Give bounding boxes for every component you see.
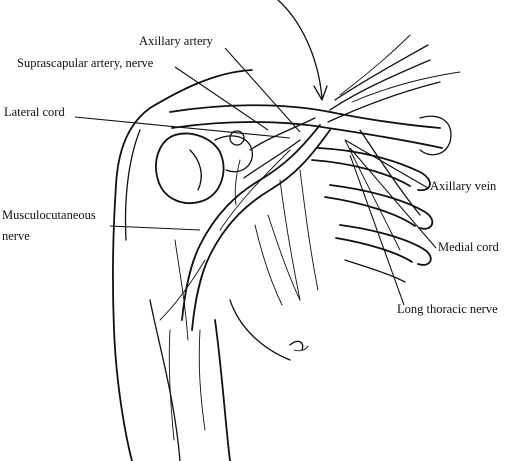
label-long-thoracic-nerve: Long thoracic nerve — [397, 302, 498, 316]
leader-lines — [74, 47, 437, 306]
clavicle — [169, 104, 452, 156]
body-outline — [112, 69, 291, 461]
leader-axillary-vein — [344, 139, 429, 189]
leader-lateral-cord — [74, 116, 291, 139]
ribs — [279, 147, 434, 301]
leader-long-thoracic — [349, 154, 405, 306]
label-musculocutaneous-line1: Musculocutaneous — [2, 208, 96, 222]
label-lateral-cord: Lateral cord — [4, 105, 65, 119]
label-axillary-vein: Axillary vein — [430, 179, 497, 193]
chest-details — [254, 214, 309, 352]
label-musculocutaneous-line2: nerve — [2, 229, 30, 243]
label-suprascapular: Suprascapular artery, nerve — [17, 56, 154, 70]
label-axillary-artery: Axillary artery — [139, 34, 213, 48]
leader-medial-cord — [349, 147, 437, 249]
neurovascular-bundle — [159, 34, 461, 441]
label-medial-cord: Medial cord — [438, 240, 499, 254]
leader-suprascapular — [174, 66, 269, 131]
leader-axillary-artery — [224, 47, 301, 133]
arrow — [277, 0, 328, 101]
leader-musculocutaneous — [109, 225, 201, 231]
humerus-scapula — [155, 130, 253, 206]
